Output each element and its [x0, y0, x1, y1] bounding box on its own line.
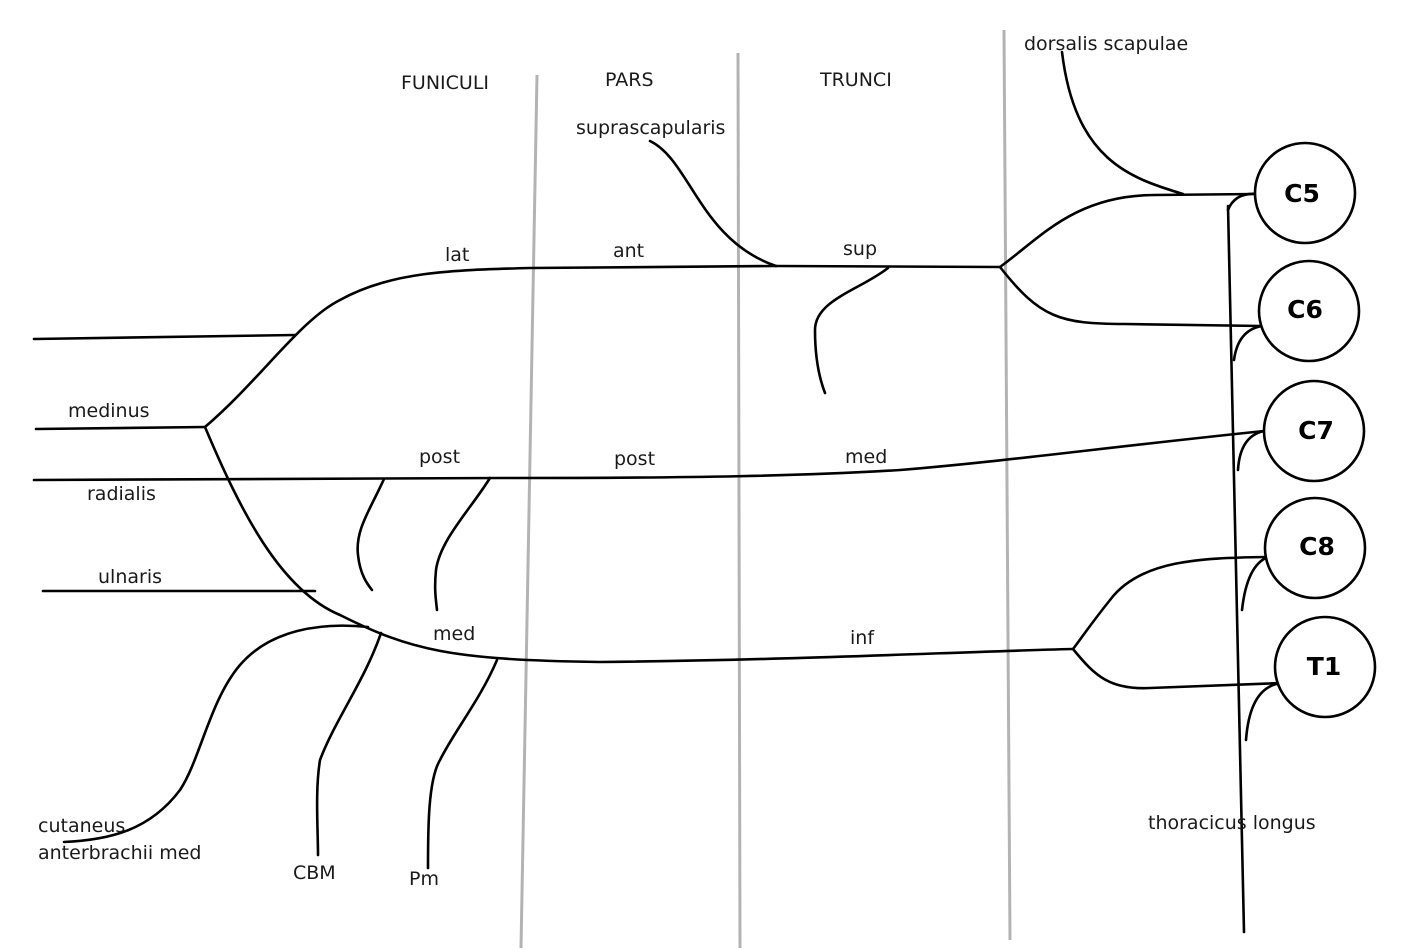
- trunk-superior: [774, 264, 1002, 269]
- nerve-cutaneus-antebrachii-med: [62, 624, 370, 844]
- segment-label-lateral-cord: lat: [445, 244, 469, 266]
- nerve-label-thoracicus-longus: thoracicus longus: [1148, 812, 1316, 834]
- root-circle-c8: [1263, 496, 1367, 600]
- nerve-pm: [426, 658, 499, 870]
- section-dividers: [519, 29, 1012, 949]
- nerve-medinus-line: [34, 425, 207, 431]
- root-label-t1: T1: [1307, 652, 1341, 681]
- nerve-label-suprascapularis: suprascapularis: [576, 117, 725, 139]
- segment-label-posterior-part: post: [614, 448, 655, 470]
- plexus-lines: [32, 50, 1284, 934]
- nerve-label-cbm: CBM: [293, 862, 336, 884]
- root-connector-t1: [1244, 681, 1284, 742]
- root-label-c7: C7: [1298, 416, 1334, 445]
- nerve-suprascapularis: [648, 139, 778, 268]
- nerve-label-cutaneus-line1: cutaneus: [38, 815, 125, 837]
- segment-label-superior-trunk: sup: [843, 238, 877, 260]
- root-circles: [1253, 141, 1377, 719]
- segment-label-posterior-cord: post: [419, 446, 460, 468]
- root-label-c5: C5: [1284, 179, 1320, 208]
- root-connector-c8: [1240, 555, 1270, 612]
- nerve-musculocutaneus-line: [32, 333, 297, 341]
- cord-medial: [203, 425, 1075, 664]
- nerve-label-radialis: radialis: [87, 483, 156, 505]
- root-circle-c5: [1253, 141, 1357, 245]
- branch-post-2: [433, 476, 492, 612]
- nerve-cbm: [315, 631, 383, 857]
- trunk-medius: [32, 429, 1266, 482]
- segment-label-inferior-trunk: inf: [850, 627, 875, 649]
- nerve-subclavius: [813, 266, 890, 395]
- section-header-funiculi: FUNICULI: [401, 72, 489, 94]
- segment-label-anterior-part: ant: [613, 240, 644, 262]
- nerve-label-ulnaris: ulnaris: [98, 566, 162, 588]
- section-header-pars: PARS: [605, 69, 654, 91]
- section-header-trunci: TRUNCI: [819, 69, 892, 91]
- root-circle-c7: [1262, 379, 1366, 483]
- divider-funiculi-pars: [519, 74, 539, 949]
- root-circle-c6: [1257, 259, 1361, 363]
- root-c6-line: [998, 265, 1264, 328]
- nerve-label-dorsalis-scapulae: dorsalis scapulae: [1024, 33, 1188, 55]
- root-label-c8: C8: [1299, 532, 1335, 561]
- cord-lateral: [203, 264, 778, 429]
- root-t1-line: [1071, 647, 1284, 690]
- root-c5-line: [998, 192, 1258, 269]
- root-label-c6: C6: [1287, 295, 1323, 324]
- root-connector-c7: [1236, 429, 1266, 472]
- nerve-label-medinus: medinus: [68, 400, 150, 422]
- root-circle-t1: [1273, 615, 1377, 719]
- nerve-label-cutaneus-line2: anterbrachii med: [38, 842, 202, 864]
- divider-trunci-roots: [1002, 29, 1012, 941]
- nerve-label-pm: Pm: [409, 868, 439, 890]
- nerve-dorsalis-scapulae: [1060, 50, 1185, 196]
- root-connector-c6: [1232, 324, 1264, 362]
- spinal-line: [1226, 204, 1246, 934]
- divider-pars-trunci: [736, 52, 742, 949]
- root-connector-c5: [1226, 192, 1260, 212]
- segment-label-medial-cord: med: [433, 623, 475, 645]
- root-c8-line: [1071, 555, 1268, 651]
- segment-label-middle-trunk: med: [845, 446, 887, 468]
- branch-post-1: [356, 477, 386, 592]
